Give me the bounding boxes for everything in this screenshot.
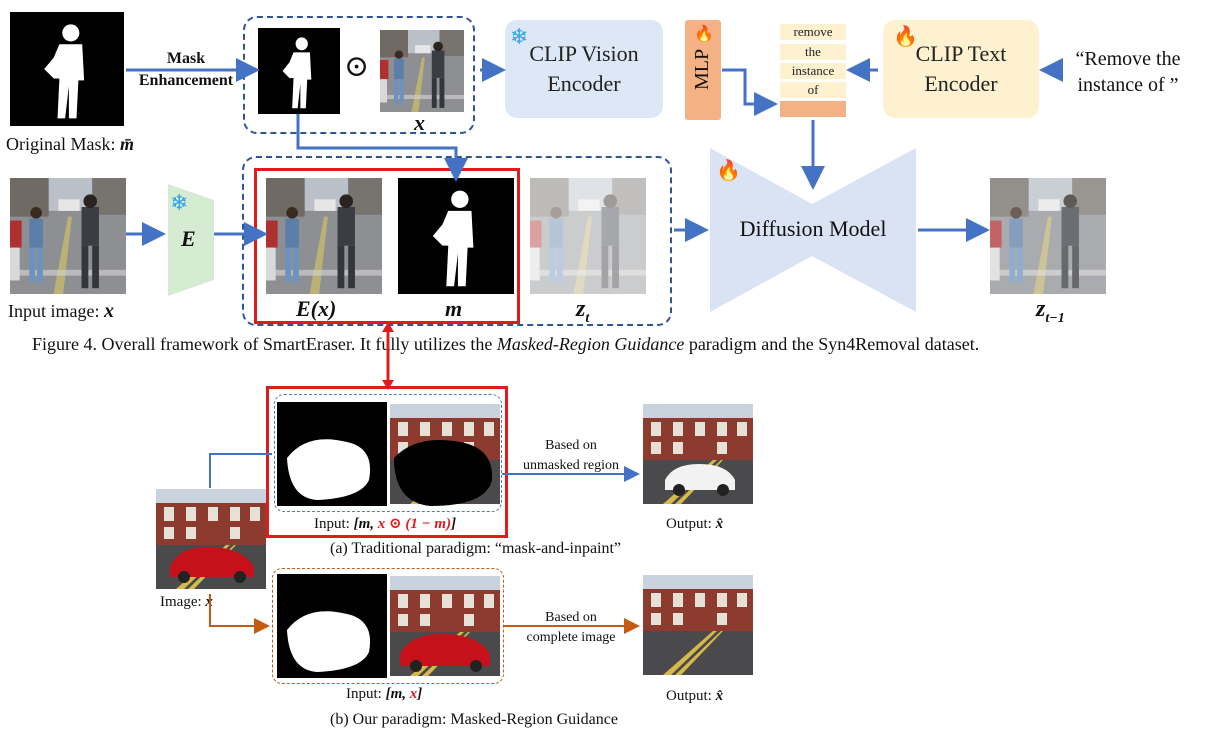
token-3: instance (780, 63, 846, 79)
diffusion-model-label: Diffusion Model (739, 216, 887, 241)
highlight-frame-bottom (266, 386, 508, 538)
zt1-label: zt−1 (1036, 296, 1065, 326)
token-5-visual (780, 101, 846, 117)
text-prompt: “Remove the instance of ” (1075, 48, 1181, 96)
traditional-input-group (274, 394, 502, 512)
based-on-complete: Based on complete image (526, 610, 616, 645)
caption-a: (a) Traditional paradigm: “mask-and-inpa… (330, 540, 622, 557)
input-a-label: Input: [m, x ⊙ (1 − m)] (314, 516, 457, 532)
figure-caption: Figure 4. Overall framework of SmartEras… (32, 334, 980, 354)
token-4: of (780, 82, 846, 98)
input-b-label: Input: [m, x] (346, 686, 423, 702)
snowflake-icon-clip: ❄ (510, 24, 529, 49)
complete-car-image (390, 574, 500, 678)
our-mask-image (277, 574, 387, 678)
output-a-label: Output: x̂ (666, 516, 724, 532)
fire-icon-text-encoder: 🔥 (893, 26, 918, 48)
masked-car-image (390, 402, 500, 506)
based-on-unmasked: Based on unmasked region (522, 438, 620, 473)
our-input-group (272, 568, 504, 684)
traditional-mask-image (277, 402, 387, 506)
input-car-image (156, 489, 266, 589)
x-symbol-top: x (414, 110, 425, 135)
input-image-label: Input image: x (8, 300, 114, 322)
output-a-image (643, 404, 753, 504)
mask-enhancement-label: Mask Enhancement (138, 50, 234, 89)
mlp-block (685, 20, 721, 120)
caption-b: (b) Our paradigm: Masked-Region Guidance (330, 711, 618, 728)
vae-encoder (168, 184, 214, 296)
diffusion-model (710, 148, 916, 312)
encoder-label: E (181, 226, 196, 251)
snowflake-icon-encoder: ❄ (170, 190, 189, 215)
fire-icon-diffusion: 🔥 (716, 160, 741, 182)
ex-label: E(x) (296, 296, 337, 321)
m-label: m (445, 296, 463, 321)
original-mask-label: Original Mask: m̄ (6, 134, 135, 154)
bottom-arrows (209, 453, 640, 634)
clip-text-encoder: CLIP Text Encoder (883, 20, 1039, 118)
highlight-frame-top (254, 168, 520, 324)
zt-label: zt (576, 296, 590, 326)
token-2: the (780, 44, 846, 60)
clip-vision-encoder: CLIP Vision Encoder (505, 20, 663, 118)
red-link-arrow (382, 322, 394, 390)
output-b-label: Output: x̂ (666, 688, 724, 704)
fire-icon-mlp: 🔥 (694, 26, 714, 43)
token-1: remove (780, 24, 846, 40)
odot-icon: ⊙ (344, 50, 370, 83)
top-arrows (126, 58, 1063, 246)
